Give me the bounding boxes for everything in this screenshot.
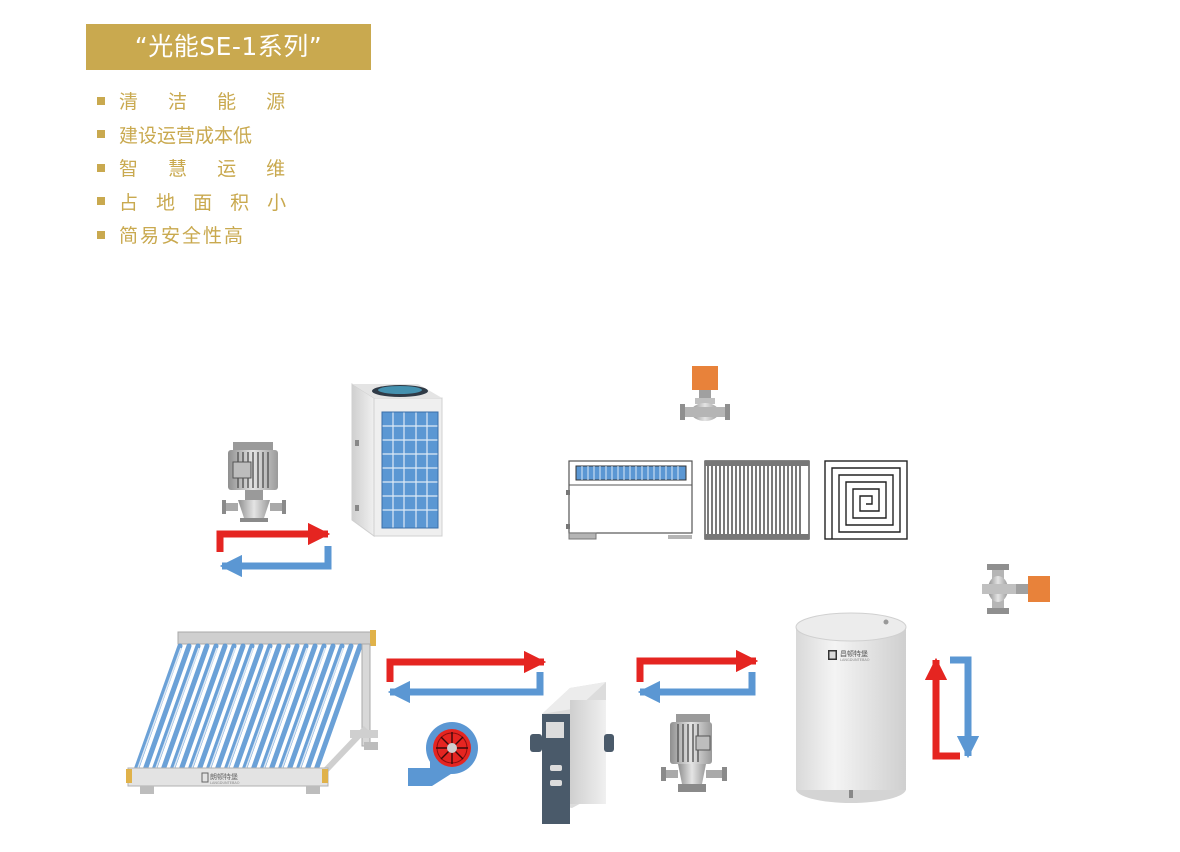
feature-item: 建设运营成本低	[97, 118, 297, 152]
blower-fan	[408, 722, 478, 786]
flow-loop-upper	[216, 522, 332, 578]
tank-brand-sub: LANGDUNTEBAO	[840, 658, 870, 662]
floor-heating-coil	[824, 460, 908, 540]
feature-item: 占 地 面 积 小	[97, 185, 297, 219]
collector-brand-sub: LANGDUNTEBAO	[210, 781, 240, 785]
circulation-pump-lower	[661, 714, 727, 792]
radiator	[704, 460, 810, 540]
feature-text: 简易安全性高	[119, 225, 246, 248]
feature-text: 建设运营成本低	[119, 124, 253, 147]
feature-item: 简易安全性高	[97, 218, 297, 252]
collector-brand: 朗顿特堡	[210, 772, 238, 781]
flow-loop-tank	[924, 656, 980, 760]
feature-list: 清 洁 能 源 建设运营成本低 智 慧 运 维 占 地 面 积 小 简易安全性高	[97, 84, 297, 252]
cold-flow-arrow	[950, 656, 980, 759]
bullet-icon	[97, 96, 105, 105]
heat-pump-unit	[351, 383, 443, 537]
bullet-icon	[97, 163, 105, 172]
feature-text: 智 慧 运 维	[119, 158, 298, 181]
motorized-valve-top	[680, 366, 730, 421]
circulation-pump-upper	[222, 442, 286, 522]
feature-text: 占 地 面 积 小	[119, 191, 293, 214]
series-title: “光能SE-1系列”	[86, 24, 371, 70]
feature-item: 清 洁 能 源	[97, 84, 297, 118]
feature-text: 清 洁 能 源	[119, 91, 298, 114]
flow-loop-lower-middle	[636, 649, 759, 704]
cold-flow-arrow	[387, 672, 544, 704]
hot-flow-arrow	[636, 649, 759, 682]
bullet-icon	[97, 197, 105, 206]
cold-flow-arrow	[219, 546, 332, 578]
motorized-valve-right	[982, 564, 1050, 614]
flow-loop-lower-left	[386, 650, 547, 704]
hot-flow-arrow	[924, 657, 960, 760]
hot-flow-arrow	[386, 650, 547, 682]
feature-item: 智 慧 运 维	[97, 151, 297, 185]
tank-brand: 昌顿特堡	[840, 649, 868, 658]
cold-flow-arrow	[637, 672, 756, 704]
hot-flow-arrow	[216, 522, 331, 552]
bullet-icon	[97, 230, 105, 239]
storage-tank: 昌顿特堡 LANGDUNTEBAO	[795, 612, 907, 803]
bullet-icon	[97, 130, 105, 139]
fan-coil-unit	[566, 460, 693, 540]
heat-exchanger	[530, 682, 614, 824]
solar-collector: 朗顿特堡 LANGDUNTEBAO	[126, 630, 378, 794]
